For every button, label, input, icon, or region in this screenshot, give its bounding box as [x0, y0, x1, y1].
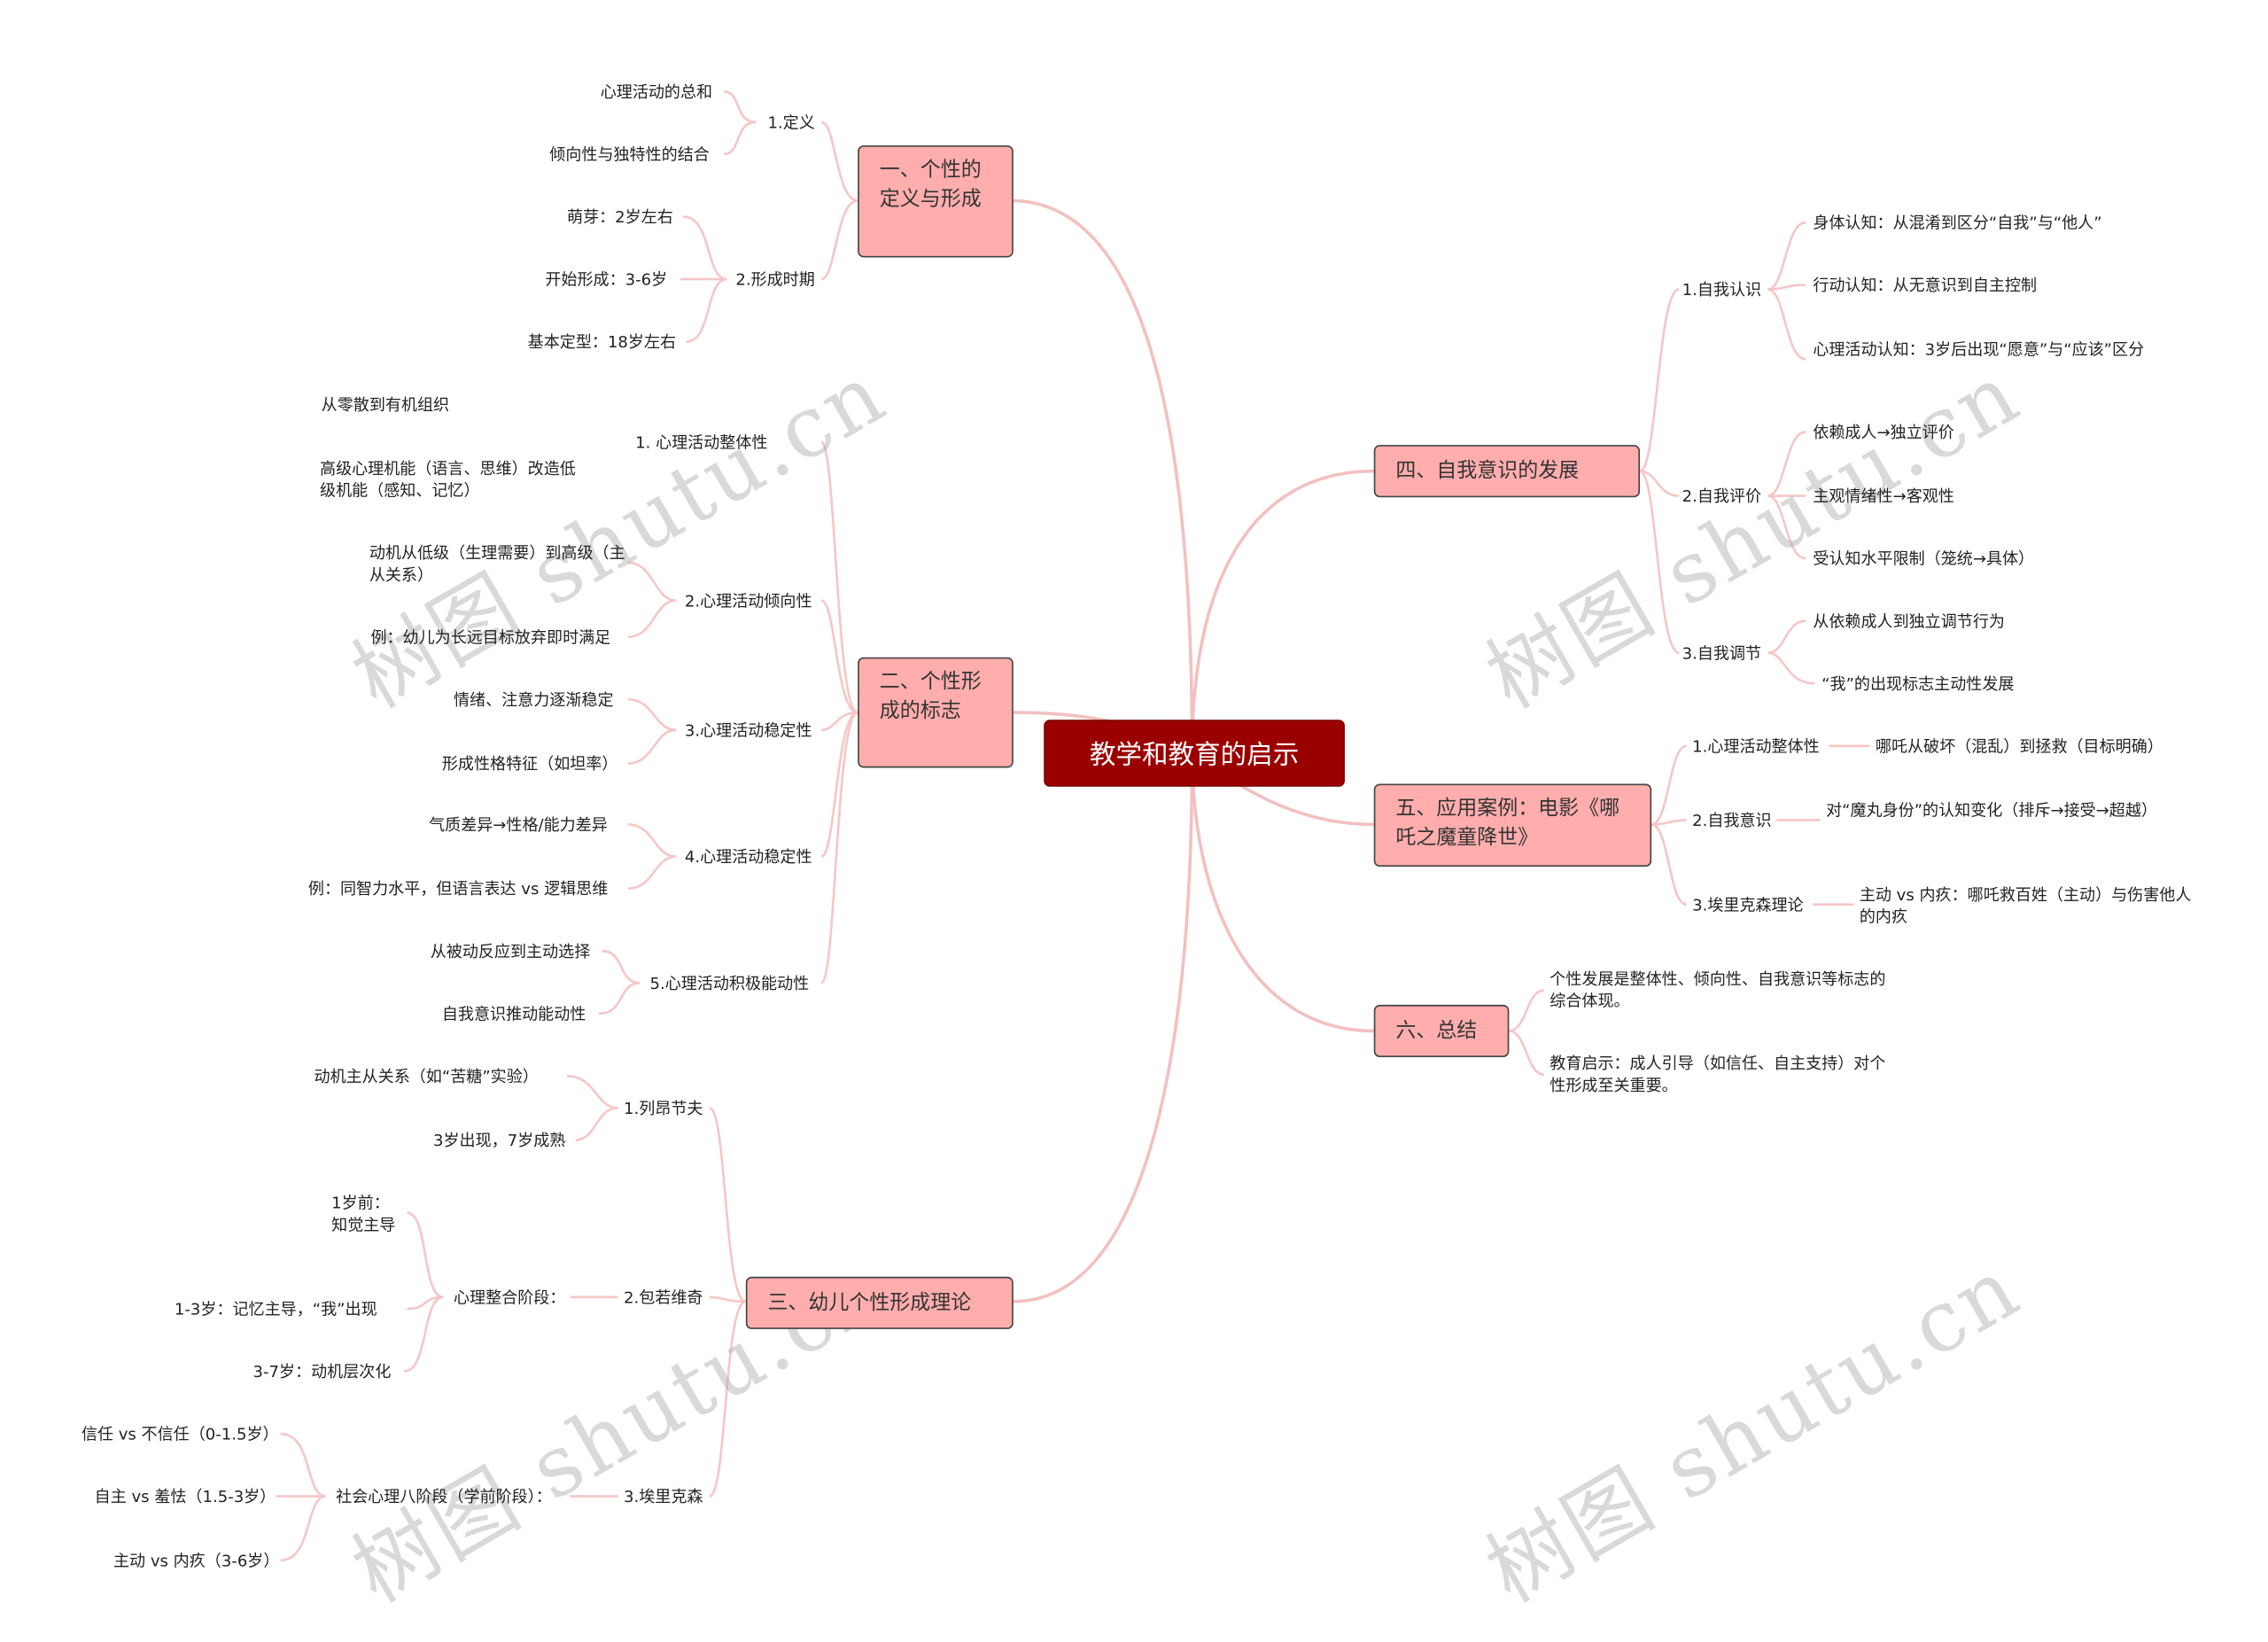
leaf-text: 从依赖成人到独立调节行为: [1813, 611, 2005, 632]
leaf-text: 1-3岁：记忆主导，“我”出现: [174, 1300, 377, 1319]
branch-definition-formation[interactable]: 一、个性的定义与形成: [858, 145, 1014, 258]
leaf-text: “我”的出现标志主动性发展: [1821, 674, 2015, 694]
node-erikson[interactable]: 3.埃里克森: [623, 1487, 703, 1507]
node-bozhovich[interactable]: 2.包若维奇: [623, 1288, 703, 1308]
leaf-text: 3岁出现，7岁成熟: [433, 1131, 566, 1151]
branch-summary[interactable]: 六、总结: [1373, 1004, 1510, 1058]
leaf-text: 心理活动认知：3岁后出现“愿意”与“应该”区分: [1813, 339, 2145, 360]
leaf-text: 高级心理机能（语言、思维）改造低级机能（感知、记忆）: [320, 459, 576, 501]
leaf-text: 动机主从关系（如“苦糖”实验）: [314, 1067, 539, 1086]
leaf-text: 信任 vs 不信任（0-1.5岁）: [81, 1425, 279, 1444]
leaf-text: 个性发展是整体性、倾向性、自我意识等标志的综合体现。: [1550, 969, 1886, 1011]
leaf-text: 例：同智力水平，但语言表达 vs 逻辑思维: [307, 879, 609, 899]
leaf-text: 1岁前：知觉主导: [331, 1194, 396, 1235]
leaf-text: 自主 vs 羞怯（1.5-3岁）: [94, 1487, 276, 1507]
node-integration-stage[interactable]: 心理整合阶段：: [453, 1288, 566, 1308]
node-leontiev[interactable]: 1.列昂节夫: [623, 1099, 703, 1118]
branch-self-consciousness[interactable]: 四、自我意识的发展: [1373, 445, 1641, 498]
leaf-text: 哪吒从破坏（混乱）到拯救（目标明确）: [1875, 736, 2163, 757]
branch-personality-signs[interactable]: 二、个性形成的标志: [858, 657, 1014, 768]
leaf-text: 萌芽：2岁左右: [566, 207, 673, 227]
leaf-text: 主动 vs 内疚（3-6岁）: [113, 1551, 280, 1571]
node-case-self-consciousness[interactable]: 2.自我意识: [1692, 811, 1772, 831]
branch-formation-theories[interactable]: 三、幼儿个性形成理论: [745, 1276, 1014, 1329]
node-tendency[interactable]: 2.心理活动倾向性: [684, 591, 812, 611]
leaf-text: 主动 vs 内疚：哪吒救百姓（主动）与伤害他人的内疚: [1859, 885, 2192, 927]
leaf-text: 开始形成：3-6岁: [545, 270, 668, 290]
node-case-erikson[interactable]: 3.埃里克森理论: [1692, 895, 1804, 915]
node-definition[interactable]: 1.定义: [767, 113, 815, 133]
leaf-text: 心理活动的总和: [600, 82, 713, 102]
node-stability[interactable]: 3.心理活动稳定性: [684, 720, 812, 741]
leaf-text: 倾向性与独特性的结合: [549, 145, 710, 165]
leaf-text: 例：幼儿为长远目标放弃即时满足: [370, 627, 611, 648]
root-topic[interactable]: 教学和教育的启示: [1044, 720, 1345, 787]
leaf-text: 对“魔丸身份”的认知变化（排斥→接受→超越）: [1826, 801, 2157, 821]
leaf-text: 自我意识推动能动性: [441, 1004, 586, 1024]
leaf-text: 情绪、注意力逐渐稳定: [453, 690, 614, 710]
node-stability-2[interactable]: 4.心理活动稳定性: [684, 847, 812, 868]
leaf-text: 受认知水平限制（笼统→具体）: [1813, 549, 2035, 569]
branch-case-study[interactable]: 五、应用案例：电影《哪吒之魔童降世》: [1373, 783, 1652, 868]
node-self-evaluation[interactable]: 2.自我评价: [1682, 486, 1762, 507]
leaf-text: 主观情绪性→客观性: [1813, 486, 1954, 507]
node-case-wholeness[interactable]: 1.心理活动整体性: [1692, 736, 1820, 757]
leaf-text: 从被动反应到主动选择: [430, 942, 591, 961]
leaf-text: 身体认知：从混淆到区分“自我”与“他人”: [1813, 214, 2102, 233]
leaf-text: 依赖成人→独立评价: [1813, 423, 1954, 442]
leaf-text: 教育启示：成人引导（如信任、自主支持）对个性形成至关重要。: [1550, 1054, 1886, 1095]
leaf-text: 基本定型：18岁左右: [527, 332, 677, 353]
leaf-text: 形成性格特征（如坦率）: [441, 754, 618, 774]
leaf-text: 行动认知：从无意识到自主控制: [1813, 276, 2038, 296]
node-wholeness[interactable]: 1. 心理活动整体性: [635, 433, 768, 453]
node-initiative[interactable]: 5.心理活动积极能动性: [649, 974, 810, 993]
node-self-knowledge[interactable]: 1.自我认识: [1682, 280, 1762, 300]
leaf-text: 3-7岁：动机层次化: [252, 1362, 392, 1381]
node-self-regulation[interactable]: 3.自我调节: [1682, 643, 1762, 664]
leaf-text: 动机从低级（生理需要）到高级（主从关系）: [369, 543, 625, 585]
node-formation-period[interactable]: 2.形成时期: [735, 270, 815, 290]
leaf-text: 气质差异→性格/能力差异: [429, 815, 608, 835]
node-eight-stages[interactable]: 社会心理八阶段（学前阶段）：: [336, 1487, 552, 1507]
leaf-text: 从零散到有机组织: [321, 395, 450, 415]
